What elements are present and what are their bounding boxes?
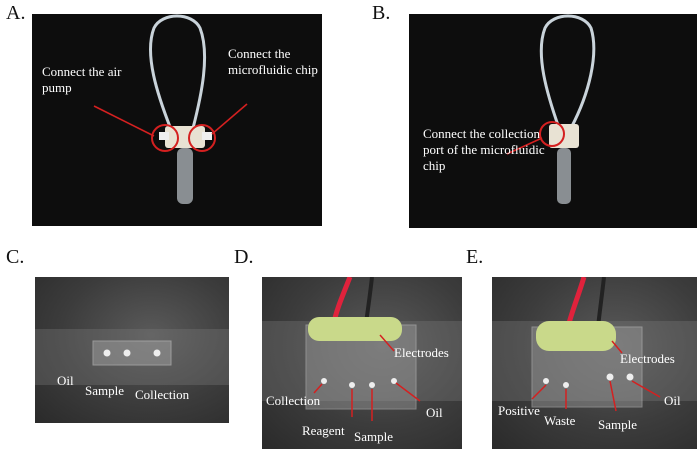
red-wire: [331, 277, 353, 324]
panel-letter-b: B.: [372, 2, 391, 24]
annotation-line-chip: [211, 103, 248, 135]
panel-e-illustration: [492, 277, 697, 412]
oil-port: [626, 373, 634, 381]
label-electrodes: Electrodes: [394, 345, 449, 360]
black-wire: [364, 277, 374, 324]
annotation-line-oil: [395, 382, 421, 402]
oil-port: [103, 349, 111, 357]
circle-chip: [188, 124, 216, 152]
label-reagent: Reagent: [302, 423, 345, 438]
panel-a-photo: Connect the air pump Connect the microfl…: [32, 14, 322, 226]
air-pump-port: [159, 132, 169, 140]
tubing-loop: [149, 14, 207, 133]
label-waste: Waste: [544, 413, 576, 428]
panel-letter-d: D.: [234, 246, 254, 268]
panel-c-illustration: [35, 329, 229, 385]
sample-port: [123, 349, 131, 357]
positive-port: [543, 378, 549, 384]
tube: [557, 148, 571, 204]
sample-port: [369, 382, 375, 388]
annotation-line-oil: [631, 380, 661, 398]
annotation-line-sample: [609, 380, 617, 412]
red-wire: [565, 277, 587, 328]
label-sample: Sample: [85, 383, 124, 398]
annotation-line-collection: [313, 383, 323, 394]
annotation-line-positive: [531, 384, 547, 400]
panel-a-illustration: [93, 14, 248, 204]
tube: [177, 148, 193, 204]
oil-port: [391, 378, 397, 384]
panel-b-illustration: [506, 14, 596, 204]
panel-e-photo: Electrodes Oil Positive Waste Sample: [492, 277, 697, 449]
label-sample: Sample: [354, 429, 393, 444]
panel-letter-a: A.: [6, 2, 26, 24]
chip-port: [202, 132, 212, 140]
reagent-port: [349, 382, 355, 388]
panel-letter-e: E.: [466, 246, 484, 268]
label-oil: Oil: [664, 393, 681, 408]
annotation-line-electrodes: [379, 334, 395, 352]
label-positive: Positive: [498, 403, 540, 418]
label-electrodes: Electrodes: [620, 351, 675, 366]
panel-b-photo: Connect the collection port of the micro…: [409, 14, 697, 228]
panel-letter-c: C.: [6, 246, 25, 268]
label-sample: Sample: [598, 417, 637, 432]
sample-port: [606, 373, 614, 381]
collection-port: [321, 378, 327, 384]
tubing-loop: [539, 14, 596, 129]
label-oil: Oil: [426, 405, 443, 420]
annotation-line-air-pump: [93, 105, 155, 137]
panel-d-illustration: [262, 277, 462, 421]
label-collection: Collection: [266, 393, 321, 408]
label-oil: Oil: [57, 373, 74, 388]
collection-port: [153, 349, 161, 357]
label-connect-collection-port: Connect the collection port of the micro…: [423, 126, 545, 173]
annotation-line-collection: [506, 137, 543, 155]
circle-collection-port: [539, 121, 565, 147]
green-sealant: [308, 317, 402, 341]
black-wire: [596, 277, 606, 328]
label-connect-air-pump: Connect the air pump: [42, 64, 122, 95]
connector: [165, 126, 205, 148]
green-sealant: [536, 321, 616, 351]
panel-c-photo: Oil Sample Collection: [35, 277, 229, 423]
circle-air-pump: [151, 124, 179, 152]
waste-port: [563, 382, 569, 388]
annotation-line-electrodes: [611, 340, 623, 354]
panel-d-photo: Electrodes Collection Oil Reagent Sample: [262, 277, 462, 449]
label-connect-microfluidic-chip: Connect the microfluidic chip: [228, 46, 318, 77]
label-collection: Collection: [135, 387, 190, 402]
